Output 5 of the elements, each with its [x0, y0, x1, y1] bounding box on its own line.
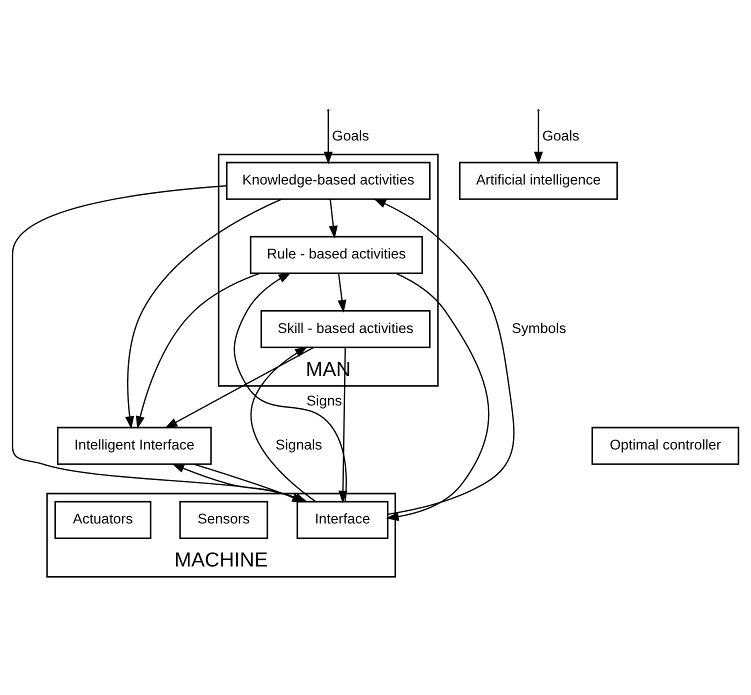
- edge-label: Goals: [542, 128, 580, 144]
- edge-label: Signals: [276, 438, 322, 454]
- edge-label: Goals: [332, 128, 370, 144]
- edge-label: Signs: [306, 393, 342, 410]
- edge-label: Symbols: [512, 320, 566, 337]
